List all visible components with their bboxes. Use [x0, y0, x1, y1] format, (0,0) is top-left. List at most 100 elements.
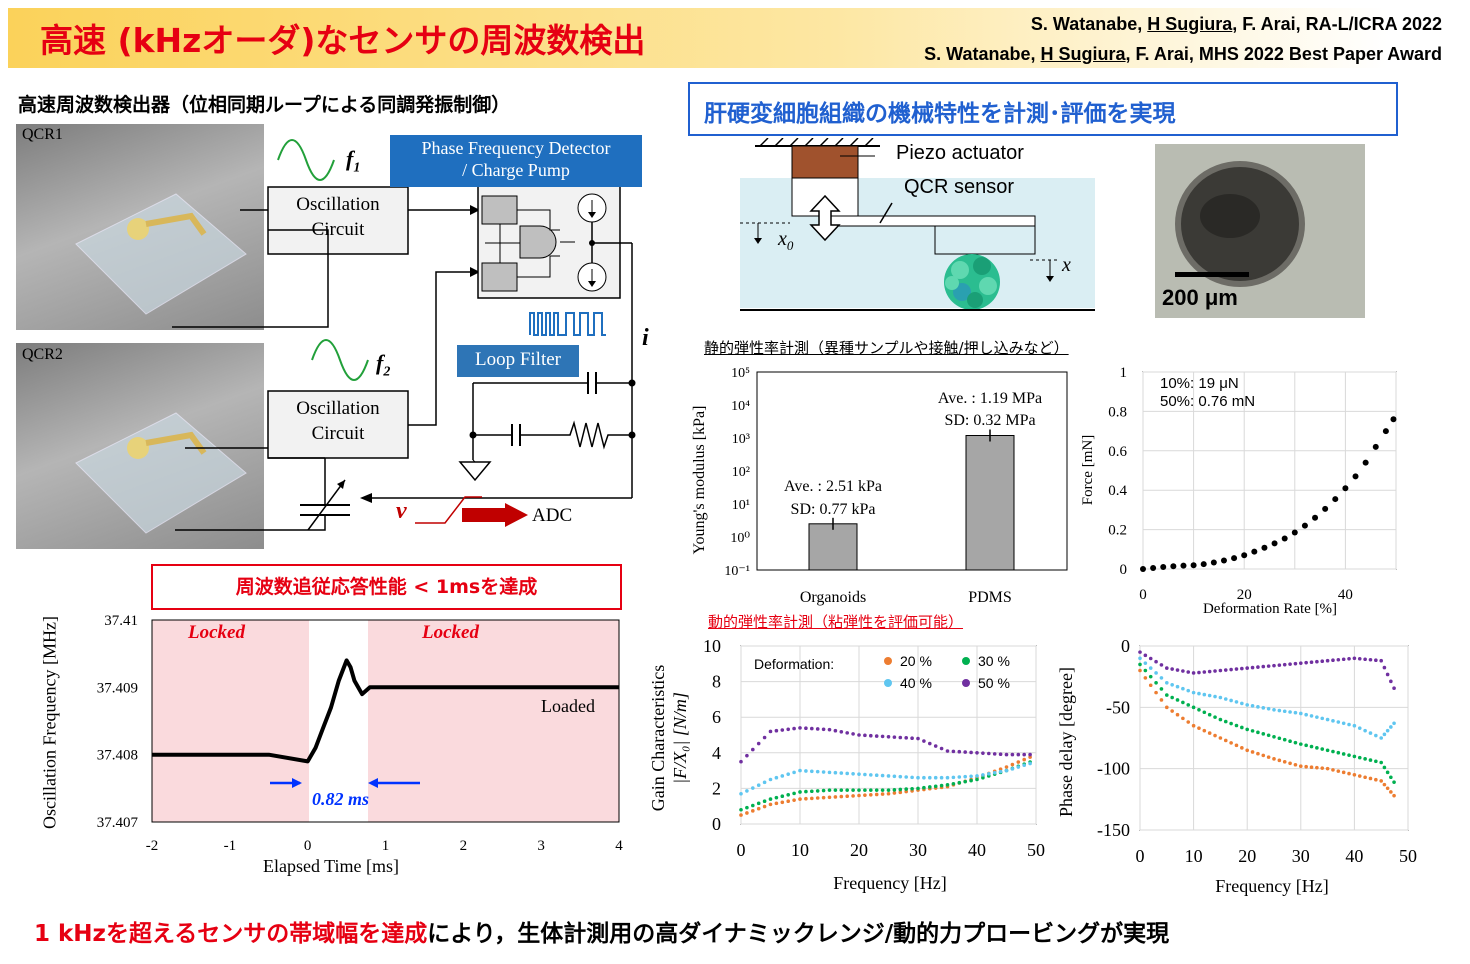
phase-point — [1282, 759, 1287, 764]
legend-marker — [884, 679, 892, 687]
gain-point — [821, 795, 826, 800]
force-point — [1210, 559, 1217, 566]
phase-point — [1379, 736, 1383, 740]
phase-point — [1299, 661, 1303, 665]
gain-ytick: 10 — [703, 636, 721, 656]
phase-xtick: 40 — [1345, 846, 1363, 866]
phase-point — [1207, 693, 1212, 698]
force-point — [1180, 562, 1187, 569]
phase-point — [1336, 750, 1341, 755]
phase-point — [1229, 721, 1233, 726]
x0-label: x0 — [778, 228, 794, 253]
xtick-label: -2 — [146, 838, 159, 854]
phase-point — [1218, 668, 1223, 673]
phase-point — [1331, 749, 1335, 754]
phase-point — [1266, 733, 1271, 738]
phase-point — [1197, 707, 1201, 712]
phase-point — [1304, 743, 1308, 748]
qcr1-label: QCR1 — [22, 126, 63, 143]
phase-point — [1250, 704, 1255, 708]
gain-point — [863, 788, 867, 792]
gain-point — [792, 798, 796, 802]
phase-point — [1186, 703, 1191, 707]
phase-point — [1374, 733, 1378, 738]
gain-point — [739, 759, 743, 764]
phase-point — [1218, 717, 1223, 722]
phase-point — [1213, 694, 1217, 699]
phase-point — [1261, 706, 1266, 710]
force-point — [1301, 522, 1308, 529]
xtick-organoids: Organoids — [800, 589, 866, 606]
phase-point — [1223, 668, 1228, 672]
phase-point — [1181, 716, 1185, 721]
scalebar-label: 200 μm — [1162, 285, 1238, 310]
gain-point — [845, 771, 849, 776]
gain-xtick: 0 — [737, 840, 746, 860]
phase-point — [1368, 776, 1373, 781]
gain-point — [863, 733, 867, 738]
xtick-label: 4 — [615, 838, 623, 854]
gain-point — [886, 734, 891, 739]
gain-point — [874, 792, 879, 797]
force-point — [1362, 459, 1369, 466]
f2-label: f2 — [376, 350, 391, 380]
phase-point — [1347, 656, 1351, 661]
gain-point — [798, 726, 802, 730]
gain-point — [1004, 768, 1009, 773]
gain-point — [739, 791, 743, 796]
gain-xtick: 50 — [1027, 840, 1045, 860]
gain-point — [939, 783, 944, 788]
gain-point — [928, 741, 932, 746]
gain-point — [863, 772, 867, 777]
legend-title: Deformation: — [754, 656, 834, 672]
legend-marker — [884, 657, 892, 665]
phase-point — [1293, 710, 1298, 715]
phase-point — [1191, 723, 1196, 728]
phase-point — [1299, 711, 1303, 716]
gain-point — [792, 770, 796, 775]
phase-point — [1229, 741, 1233, 745]
phase-point — [1341, 752, 1346, 756]
gain-point — [886, 791, 891, 796]
force-point — [1170, 563, 1177, 570]
phase-point — [1159, 663, 1164, 667]
gain-ytick: 8 — [712, 672, 721, 692]
gain-point — [780, 774, 785, 778]
gain-point — [886, 774, 891, 778]
bar-ytick-label: 10⁻¹ — [724, 564, 750, 579]
phase-point — [1282, 662, 1287, 667]
phase-point — [1382, 732, 1387, 737]
bar-ytick-label: 10⁵ — [731, 366, 750, 381]
bar-ytick-label: 10⁴ — [731, 399, 750, 414]
gain-point — [780, 728, 785, 732]
gain-point — [839, 729, 844, 734]
citation-2: S. Watanabe, H Sugiura, F. Arai, MHS 202… — [924, 44, 1442, 64]
phase-point — [1261, 664, 1266, 669]
gain-point — [1028, 755, 1032, 759]
gain-point — [880, 788, 885, 792]
gain-point — [880, 792, 885, 796]
phase-point — [1363, 728, 1367, 733]
phase-point — [1357, 774, 1362, 778]
bar-ytick-label: 10⁰ — [730, 531, 750, 546]
phase-point — [1148, 656, 1153, 661]
gain-point — [798, 797, 802, 801]
gain-point — [774, 801, 779, 806]
phase-point — [1331, 719, 1335, 723]
force-ytick: 0 — [1120, 562, 1128, 578]
gain-point — [1016, 752, 1021, 757]
gain-point — [916, 775, 920, 780]
phase-point — [1181, 686, 1185, 691]
plot-frame — [151, 619, 620, 823]
force-ylabel: Force [mN] — [1080, 435, 1096, 505]
force-annot-50: 50%: 0.76 mN — [1160, 393, 1255, 410]
gain-point — [945, 775, 950, 780]
phase-point — [1191, 690, 1196, 695]
phase-point — [1181, 700, 1185, 705]
phase-point — [1159, 676, 1164, 680]
xtick-label: 3 — [537, 838, 545, 854]
phase-point — [1170, 709, 1174, 713]
force-point — [1372, 443, 1379, 450]
gain-point — [804, 769, 808, 773]
gain-point — [880, 734, 885, 739]
